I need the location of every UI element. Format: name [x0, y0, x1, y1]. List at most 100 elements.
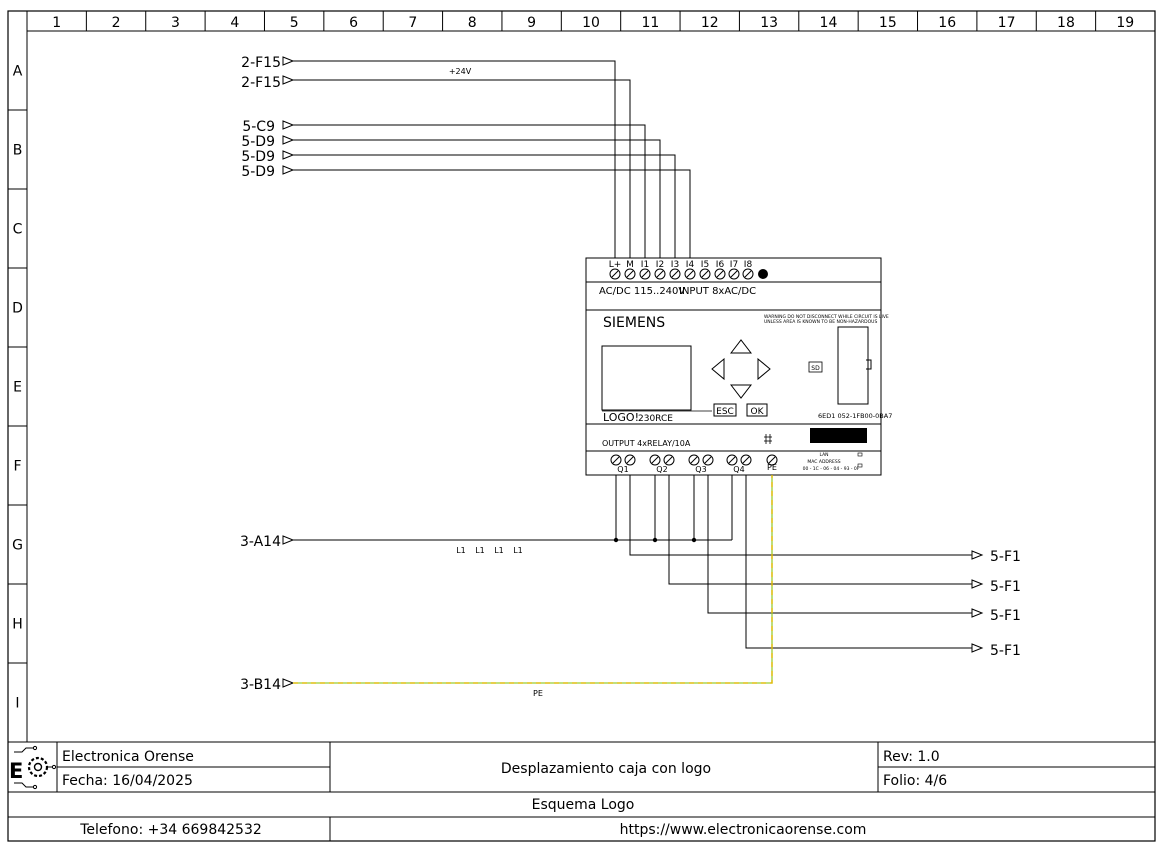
- row-letter: D: [12, 301, 23, 317]
- arrow-right-icon[interactable]: [757, 357, 771, 381]
- ref-5-c9[interactable]: 5-C9: [242, 119, 275, 135]
- wire-lplus: [293, 60, 616, 258]
- screw-terminal[interactable]: [669, 268, 681, 280]
- sheet-border: [7, 10, 1156, 842]
- wire-q4-out: [745, 475, 972, 649]
- part-number: 6ED1 052-1FB00-0BA7: [818, 412, 892, 420]
- drawing-date: Fecha: 16/04/2025: [62, 773, 193, 789]
- terminal-label-i5: I5: [701, 260, 709, 270]
- column-number: 19: [1116, 15, 1134, 31]
- mac-value: 00 - 1C - 06 - 04 - 93 - 0F: [803, 466, 860, 472]
- terminal-label-i6: I6: [716, 260, 725, 270]
- wire-i1: [293, 124, 646, 258]
- output-label-q4: Q4: [733, 465, 744, 474]
- ref-2-f15-b[interactable]: 2-F15: [241, 75, 281, 91]
- ethernet-port-icon: [837, 326, 872, 405]
- screw-terminal[interactable]: [728, 268, 740, 280]
- lan-indicator-bar: [810, 428, 867, 443]
- project-title: Desplazamiento caja con logo: [501, 761, 711, 777]
- ok-button[interactable]: [746, 403, 768, 417]
- screw-terminal[interactable]: [702, 454, 714, 466]
- screw-terminal[interactable]: [649, 454, 661, 466]
- arrow-marker: [971, 608, 984, 618]
- arrow-marker: [971, 579, 984, 589]
- screw-terminal[interactable]: [699, 268, 711, 280]
- output-label-q2: Q2: [656, 465, 667, 474]
- screw-terminal[interactable]: [740, 454, 752, 466]
- ref-5-f1-c[interactable]: 5-F1: [990, 608, 1021, 624]
- screw-terminal[interactable]: [688, 454, 700, 466]
- ref-5-f1-a[interactable]: 5-F1: [990, 549, 1021, 565]
- column-number: 16: [938, 15, 956, 31]
- screw-terminal[interactable]: [639, 268, 651, 280]
- output-wires: [293, 475, 972, 649]
- row-letter: F: [13, 459, 21, 475]
- screw-terminal[interactable]: [714, 268, 726, 280]
- arrow-down-icon[interactable]: [729, 384, 753, 399]
- website-link[interactable]: https://www.electronicaorense.com: [620, 822, 867, 838]
- led-icon: [857, 463, 863, 468]
- screw-terminal[interactable]: [663, 454, 675, 466]
- screw-terminal[interactable]: [609, 268, 621, 280]
- plc-display: [601, 345, 692, 411]
- wire-q2-out: [668, 475, 972, 585]
- status-dot-icon: [758, 269, 768, 279]
- wire-i4: [293, 169, 691, 258]
- wire-label-l1: L1: [456, 546, 466, 555]
- company-name: Electronica Orense: [62, 749, 194, 765]
- esc-label: ESC: [716, 407, 734, 417]
- ref-3-b14[interactable]: 3-B14: [240, 677, 281, 693]
- ref-2-f15-a[interactable]: 2-F15: [241, 55, 281, 71]
- l1-wire-labels: L1 L1 L1 L1: [456, 546, 523, 555]
- screw-terminal[interactable]: [654, 268, 666, 280]
- ref-5-f1-d[interactable]: 5-F1: [990, 643, 1021, 659]
- brand-label: SIEMENS: [603, 315, 665, 331]
- column-number: 18: [1057, 15, 1075, 31]
- terminal-label-i1: I1: [641, 260, 649, 270]
- screw-terminal[interactable]: [766, 454, 778, 466]
- row-letter: C: [13, 222, 23, 238]
- screw-terminal[interactable]: [726, 454, 738, 466]
- row-letter: E: [13, 380, 22, 396]
- ref-5-d9-c[interactable]: 5-D9: [241, 164, 275, 180]
- output-label-q3: Q3: [695, 465, 706, 474]
- column-number: 4: [230, 15, 239, 31]
- arrow-marker: [971, 550, 984, 560]
- column-number: 10: [582, 15, 600, 31]
- terminal-label-i7: I7: [730, 260, 738, 270]
- pe-wire-base: [293, 475, 773, 684]
- arrow-marker: [282, 165, 295, 175]
- ref-5-f1-b[interactable]: 5-F1: [990, 579, 1021, 595]
- pe-wire-dash: [293, 475, 773, 684]
- wire-q3-out: [707, 475, 972, 614]
- ref-5-d9-a[interactable]: 5-D9: [241, 134, 275, 150]
- row-letter: I: [15, 696, 19, 712]
- ref-5-d9-b[interactable]: 5-D9: [241, 149, 275, 165]
- esc-button[interactable]: [713, 403, 737, 417]
- screw-terminal[interactable]: [610, 454, 622, 466]
- screw-terminal[interactable]: [624, 268, 636, 280]
- logo-plc: L+ M I1 I2 I3 I4 I5 I6 I7 I8 AC/DC 115..…: [585, 257, 892, 476]
- screw-terminal[interactable]: [624, 454, 636, 466]
- folio: Folio: 4/6: [883, 773, 947, 789]
- arrow-up-icon[interactable]: [729, 339, 753, 354]
- wire-i3: [293, 154, 676, 258]
- logo-letter: E: [9, 759, 23, 783]
- arrow-left-icon[interactable]: [711, 357, 725, 381]
- wire-label-l1: L1: [513, 546, 523, 555]
- output-references: 5-F1 5-F1 5-F1 5-F1: [990, 549, 1021, 659]
- junction-dot: [652, 537, 658, 543]
- wire-m: [293, 79, 631, 258]
- ref-3-a14[interactable]: 3-A14: [240, 534, 281, 550]
- warning-text-2: UNLESS AREA IS KNOWN TO BE NON-HAZARDOUS: [764, 319, 877, 325]
- input-label: INPUT 8xAC/DC: [679, 286, 756, 297]
- screw-terminal[interactable]: [742, 268, 754, 280]
- screw-terminal[interactable]: [684, 268, 696, 280]
- gear-hub: [33, 762, 43, 772]
- arrow-marker: [282, 75, 295, 85]
- row-letter: A: [13, 64, 23, 80]
- column-number: 8: [468, 15, 477, 31]
- title-block: [8, 741, 1155, 841]
- wire-i2: [293, 139, 661, 258]
